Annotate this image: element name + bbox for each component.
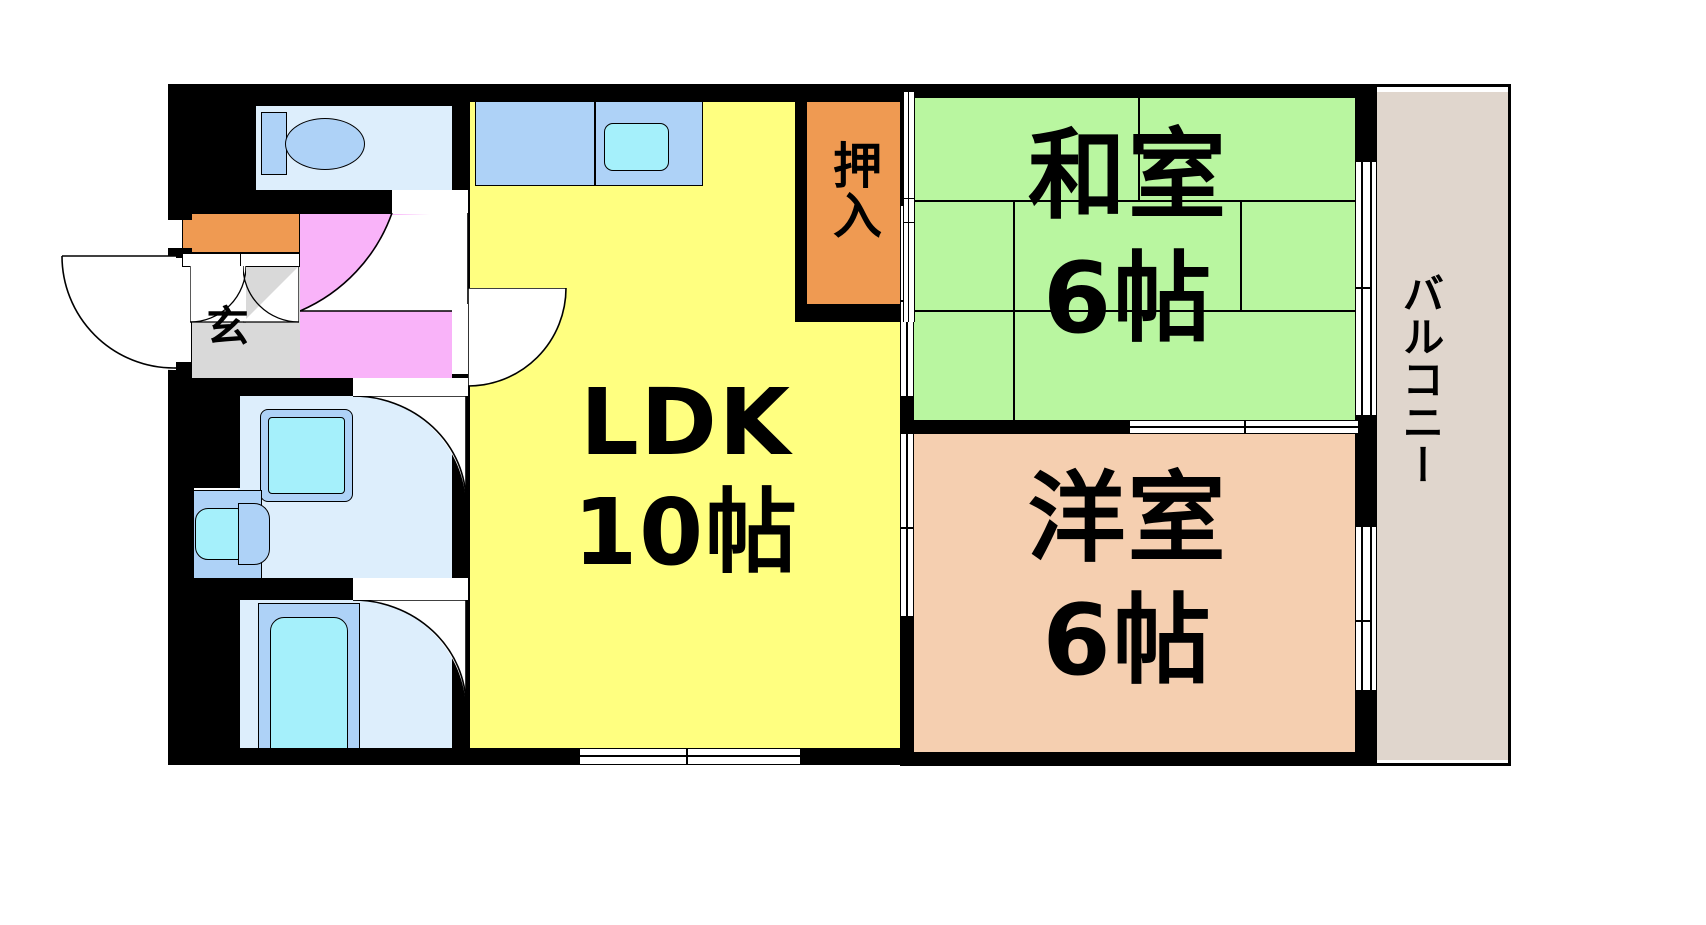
closet-sliding-door-rail (908, 92, 910, 322)
wall-balcony-inner-mid (1355, 415, 1377, 527)
ldk-door-frame[interactable] (452, 304, 470, 374)
yoshitsu-size-label: 6帖 (1042, 584, 1213, 698)
wall-closet-west (795, 92, 807, 310)
genkan-door-split (240, 253, 242, 267)
genkan-label: 玄 (206, 302, 250, 351)
toilet-bowl (285, 118, 365, 170)
wall-toilet-left (192, 100, 256, 213)
ldk-label: LDK (580, 369, 792, 476)
wall-left-upper (168, 84, 192, 220)
wall-bottom-right (903, 752, 1363, 766)
balcony-frame-top (1377, 84, 1511, 87)
yoshitsu-window-rail-b (1370, 527, 1372, 690)
tatami-line (1138, 92, 1140, 200)
ldk-door-swing[interactable] (468, 288, 568, 388)
wall-washroom-lowerleft (192, 488, 194, 580)
kitchen-counter-divider (594, 98, 596, 186)
vanity-sink-lip (238, 503, 270, 565)
shoe-cabinet (182, 213, 300, 253)
yoshitsu-label: 洋室 (1027, 462, 1228, 576)
closet-door-stop-1 (903, 198, 915, 200)
toilet-door-swing[interactable] (300, 213, 470, 313)
bath-door-frame[interactable] (353, 578, 468, 600)
washitsu-balcony-window[interactable] (1355, 162, 1377, 415)
room-yoshitsu (913, 432, 1363, 760)
toilet-door-frame[interactable] (392, 190, 468, 214)
entrance-door-swing[interactable] (58, 252, 176, 370)
room-closet (803, 92, 903, 310)
closet-door-stop-2 (903, 222, 915, 224)
genkan-door-swing-right[interactable] (243, 266, 299, 324)
toilet-tank (261, 112, 287, 175)
wall-bath-left (192, 578, 240, 765)
yoshitsu-sliding-door-rail (906, 434, 908, 616)
balcony-label: バルコニー (1395, 272, 1445, 487)
yoshitsu-window-rail-a (1361, 527, 1363, 690)
wall-closet-south (795, 304, 910, 322)
washitsu-label: 和室 (1028, 119, 1228, 233)
wall-washroom-left (192, 378, 240, 488)
ldk-window-stop (686, 748, 688, 765)
wall-top-ldk (460, 84, 910, 102)
wall-left-lower (168, 375, 192, 765)
washing-machine-inner (268, 417, 345, 494)
bath-door-swing[interactable] (353, 600, 468, 708)
wall-balcony-inner-low (1355, 690, 1377, 766)
ldk-size-label: 10帖 (573, 479, 799, 586)
yoshitsu-balcony-window[interactable] (1355, 527, 1377, 690)
wall-ldk-east-lower3 (900, 616, 914, 766)
washitsu-window-stop (1355, 287, 1370, 289)
closet-label: 押入 (824, 140, 882, 240)
wall-balcony-inner-upper (1355, 84, 1377, 162)
tatami-line (913, 310, 1363, 312)
washitsu-window-rail-b (1370, 162, 1372, 415)
yoshitsu-window-stop (1355, 620, 1370, 622)
wall-ldk-west-upper (452, 84, 470, 208)
kitchen-sink (604, 123, 669, 171)
balcony-frame-right (1508, 84, 1511, 766)
washroom-door-swing[interactable] (353, 396, 468, 504)
washitsu-window-rail-a (1361, 162, 1363, 415)
genkan-door-swing-left[interactable] (190, 266, 246, 324)
room-balcony (1363, 92, 1511, 760)
tatami-line (1013, 200, 1015, 422)
ldk-window-rail (580, 755, 800, 757)
rooms-partition-stop (1244, 420, 1246, 434)
washroom-door-frame[interactable] (353, 378, 468, 396)
washitsu-size-label: 6帖 (1042, 242, 1214, 356)
yoshitsu-sliding-door-stop (900, 527, 914, 529)
balcony-frame-bottom (1377, 763, 1511, 766)
tatami-line (913, 200, 1363, 202)
wall-top-right (903, 84, 1363, 98)
tatami-line (1240, 200, 1242, 310)
bathtub-inner (270, 617, 348, 759)
